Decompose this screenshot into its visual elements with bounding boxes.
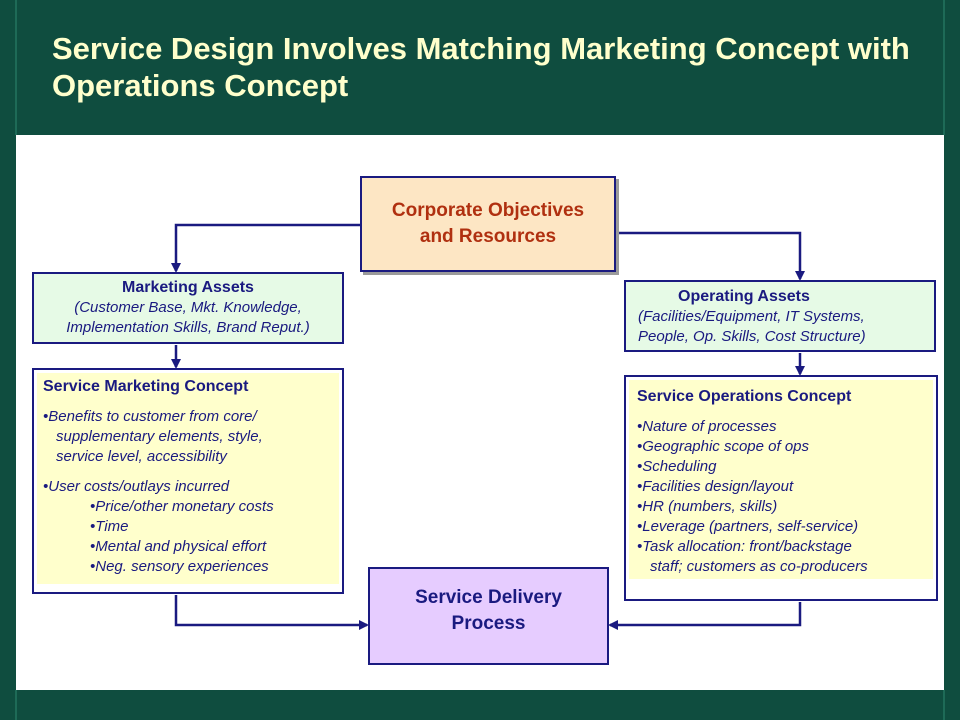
- corporate-line-1: Corporate Objectives: [391, 200, 585, 221]
- header-bar: [0, 0, 960, 135]
- soc-item: •Task allocation: front/backstage: [637, 538, 852, 555]
- footer-bar: [0, 690, 960, 720]
- corporate-objectives-box: Corporate Objectives and Resources: [360, 176, 616, 272]
- smc-item: •Benefits to customer from core/: [43, 408, 257, 425]
- service-delivery-line-1: Service Delivery: [415, 587, 562, 608]
- soc-item: •Scheduling: [637, 458, 717, 475]
- smc-item: •Price/other monetary costs: [90, 498, 274, 515]
- header-divider-left: [15, 0, 17, 135]
- operating-assets-line-2: People, Op. Skills, Cost Structure): [638, 328, 866, 345]
- service-operations-concept-box: Service Operations Concept •Nature of pr…: [624, 375, 938, 601]
- footer-divider-left: [15, 690, 17, 720]
- operating-assets-box: Operating Assets (Facilities/Equipment, …: [624, 280, 936, 352]
- soc-item: •Geographic scope of ops: [637, 438, 810, 455]
- smc-item: •User costs/outlays incurred: [43, 478, 230, 495]
- soc-item: •Nature of processes: [637, 418, 777, 435]
- arrow-corp-to-marketing: [171, 223, 360, 273]
- operating-assets-line-1: (Facilities/Equipment, IT Systems,: [638, 308, 865, 325]
- service-marketing-concept-title: Service Marketing Concept: [43, 378, 249, 395]
- service-operations-concept-title: Service Operations Concept: [637, 388, 852, 405]
- operating-assets-title: Operating Assets: [678, 288, 810, 305]
- soc-item: •Leverage (partners, self-service): [637, 518, 859, 535]
- smc-item: supplementary elements, style,: [56, 428, 263, 445]
- marketing-assets-line-2: Implementation Skills, Brand Reput.): [66, 319, 310, 336]
- soc-item: staff; customers as co-producers: [650, 558, 868, 575]
- left-side-bar: [0, 135, 16, 690]
- slide-title: Service Design Involves Matching Marketi…: [52, 31, 910, 103]
- smc-item: •Time: [90, 518, 129, 535]
- marketing-assets-box: Marketing Assets (Customer Base, Mkt. Kn…: [32, 272, 344, 344]
- smc-item: •Mental and physical effort: [90, 538, 267, 555]
- smc-item: •Neg. sensory experiences: [90, 558, 269, 575]
- smc-item: service level, accessibility: [56, 448, 227, 465]
- corporate-line-2: and Resources: [419, 226, 557, 247]
- header-divider-right: [943, 0, 945, 135]
- marketing-assets-title: Marketing Assets: [122, 279, 254, 296]
- arrow-corp-to-operating: [616, 231, 805, 281]
- arrow-operations-concept-to-delivery: [608, 602, 802, 630]
- footer-divider-right: [943, 690, 945, 720]
- right-side-bar: [944, 135, 960, 690]
- service-delivery-line-2: Process: [451, 613, 526, 634]
- marketing-assets-line-1: (Customer Base, Mkt. Knowledge,: [74, 299, 302, 316]
- service-delivery-process-box: Service Delivery Process: [368, 567, 609, 665]
- arrow-marketing-concept-to-delivery: [174, 595, 369, 630]
- soc-item: •Facilities design/layout: [637, 478, 794, 495]
- soc-item: •HR (numbers, skills): [637, 498, 778, 515]
- service-marketing-concept-box: Service Marketing Concept •Benefits to c…: [32, 368, 344, 594]
